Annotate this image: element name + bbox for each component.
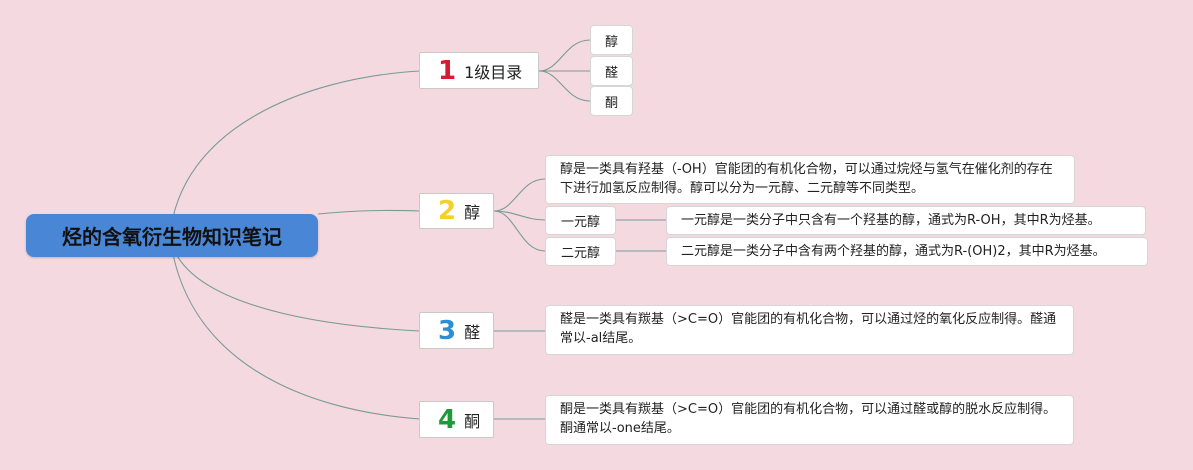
number-3-icon: 3 (438, 315, 457, 346)
note-dihydric[interactable]: 二元醇是一类分子中含有两个羟基的醇，通式为R-(OH)2，其中R为烃基。 (666, 237, 1148, 266)
number-1-icon: 1 (438, 55, 457, 86)
child-ketone[interactable]: 酮 (590, 86, 633, 116)
branch-3[interactable]: 3 醛 (419, 312, 494, 349)
branch-1[interactable]: 1 1级目录 (419, 52, 539, 89)
root-topic[interactable]: 烃的含氧衍生物知识笔记 (26, 214, 318, 257)
branch-3-label: 醛 (464, 322, 481, 342)
child-aldehyde[interactable]: 醛 (590, 56, 633, 86)
number-2-icon: 2 (438, 196, 457, 226)
child-dihydric[interactable]: 二元醇 (545, 237, 616, 266)
branch-2[interactable]: 2 醇 (419, 193, 494, 229)
branch-1-label: 1级目录 (464, 62, 523, 82)
branch-4-label: 酮 (464, 411, 481, 431)
note-ketone[interactable]: 酮是一类具有羰基（>C=O）官能团的有机化合物，可以通过醛或醇的脱水反应制得。酮… (545, 395, 1074, 445)
note-aldehyde[interactable]: 醛是一类具有羰基（>C=O）官能团的有机化合物，可以通过烃的氧化反应制得。醛通常… (545, 305, 1074, 355)
branch-4[interactable]: 4 酮 (419, 401, 494, 438)
child-alcohol[interactable]: 醇 (590, 25, 633, 55)
note-monohydric[interactable]: 一元醇是一类分子中只含有一个羟基的醇，通式为R-OH，其中R为烃基。 (666, 206, 1146, 235)
root-title: 烃的含氧衍生物知识笔记 (62, 225, 282, 249)
note-alcohol[interactable]: 醇是一类具有羟基（-OH）官能团的有机化合物，可以通过烷烃与氢气在催化剂的存在下… (545, 155, 1075, 204)
branch-2-label: 醇 (464, 203, 481, 222)
number-4-icon: 4 (438, 404, 457, 435)
child-monohydric[interactable]: 一元醇 (545, 206, 616, 235)
